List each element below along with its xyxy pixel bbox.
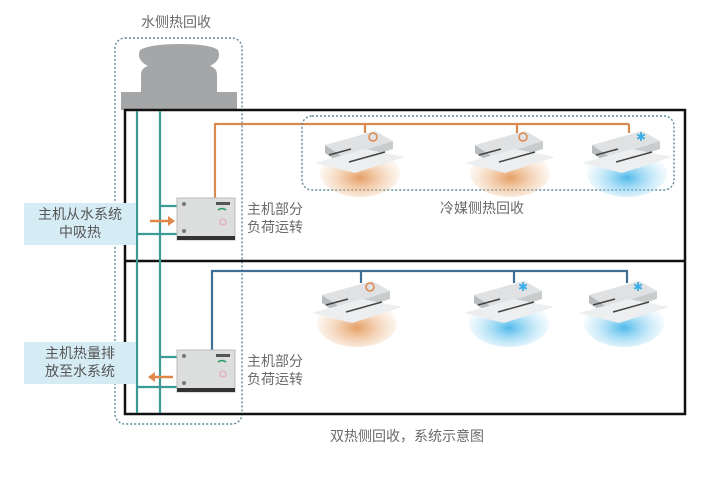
upper-status-line2: 负荷运转 [247, 220, 303, 236]
water-side-title: 水侧热回收 [141, 15, 211, 31]
snowflake-icon: ✱ [518, 280, 528, 294]
upper-callout-line1: 主机从水系统 [38, 207, 122, 223]
upper-status-line1: 主机部分 [247, 202, 303, 218]
lower-status-line2: 负荷运转 [247, 372, 303, 388]
upper-unit-status: 主机部分 负荷运转 [247, 201, 303, 237]
sun-icon [368, 132, 378, 142]
lower-callout-line1: 主机热量排 [45, 346, 115, 362]
outdoor-unit-lower [176, 349, 236, 393]
indoor-unit-upper-3: ✱ [581, 130, 673, 197]
water-pipes [135, 111, 178, 413]
refrigerant-pipe-upper [213, 122, 631, 199]
indoor-unit-lower-3: ✱ [578, 280, 670, 347]
diagram-caption: 双热侧回收，系统示意图 [330, 429, 484, 445]
indoor-unit-upper-2 [464, 130, 556, 197]
sun-icon [518, 132, 528, 142]
heat-out-arrow [148, 372, 173, 382]
sun-icon [365, 282, 375, 292]
heat-in-arrow [150, 216, 175, 226]
lower-callout-line2: 放至水系统 [45, 364, 115, 380]
upper-callout: 主机从水系统 中吸热 [24, 203, 136, 245]
lower-status-line1: 主机部分 [247, 354, 303, 370]
outdoor-unit-upper [176, 197, 236, 241]
lower-unit-status: 主机部分 负荷运转 [247, 353, 303, 389]
lower-callout: 主机热量排 放至水系统 [24, 342, 136, 384]
cooling-tower [121, 44, 237, 110]
refrigerant-side-label: 冷媒侧热回收 [440, 201, 524, 217]
indoor-unit-lower-2: ✱ [463, 280, 555, 347]
indoor-unit-upper-1 [314, 130, 406, 197]
upper-callout-line2: 中吸热 [59, 225, 101, 241]
snowflake-icon: ✱ [633, 280, 643, 294]
snowflake-icon: ✱ [636, 130, 646, 144]
refrigerant-pipe-lower [210, 269, 629, 350]
indoor-unit-lower-1 [311, 280, 403, 347]
